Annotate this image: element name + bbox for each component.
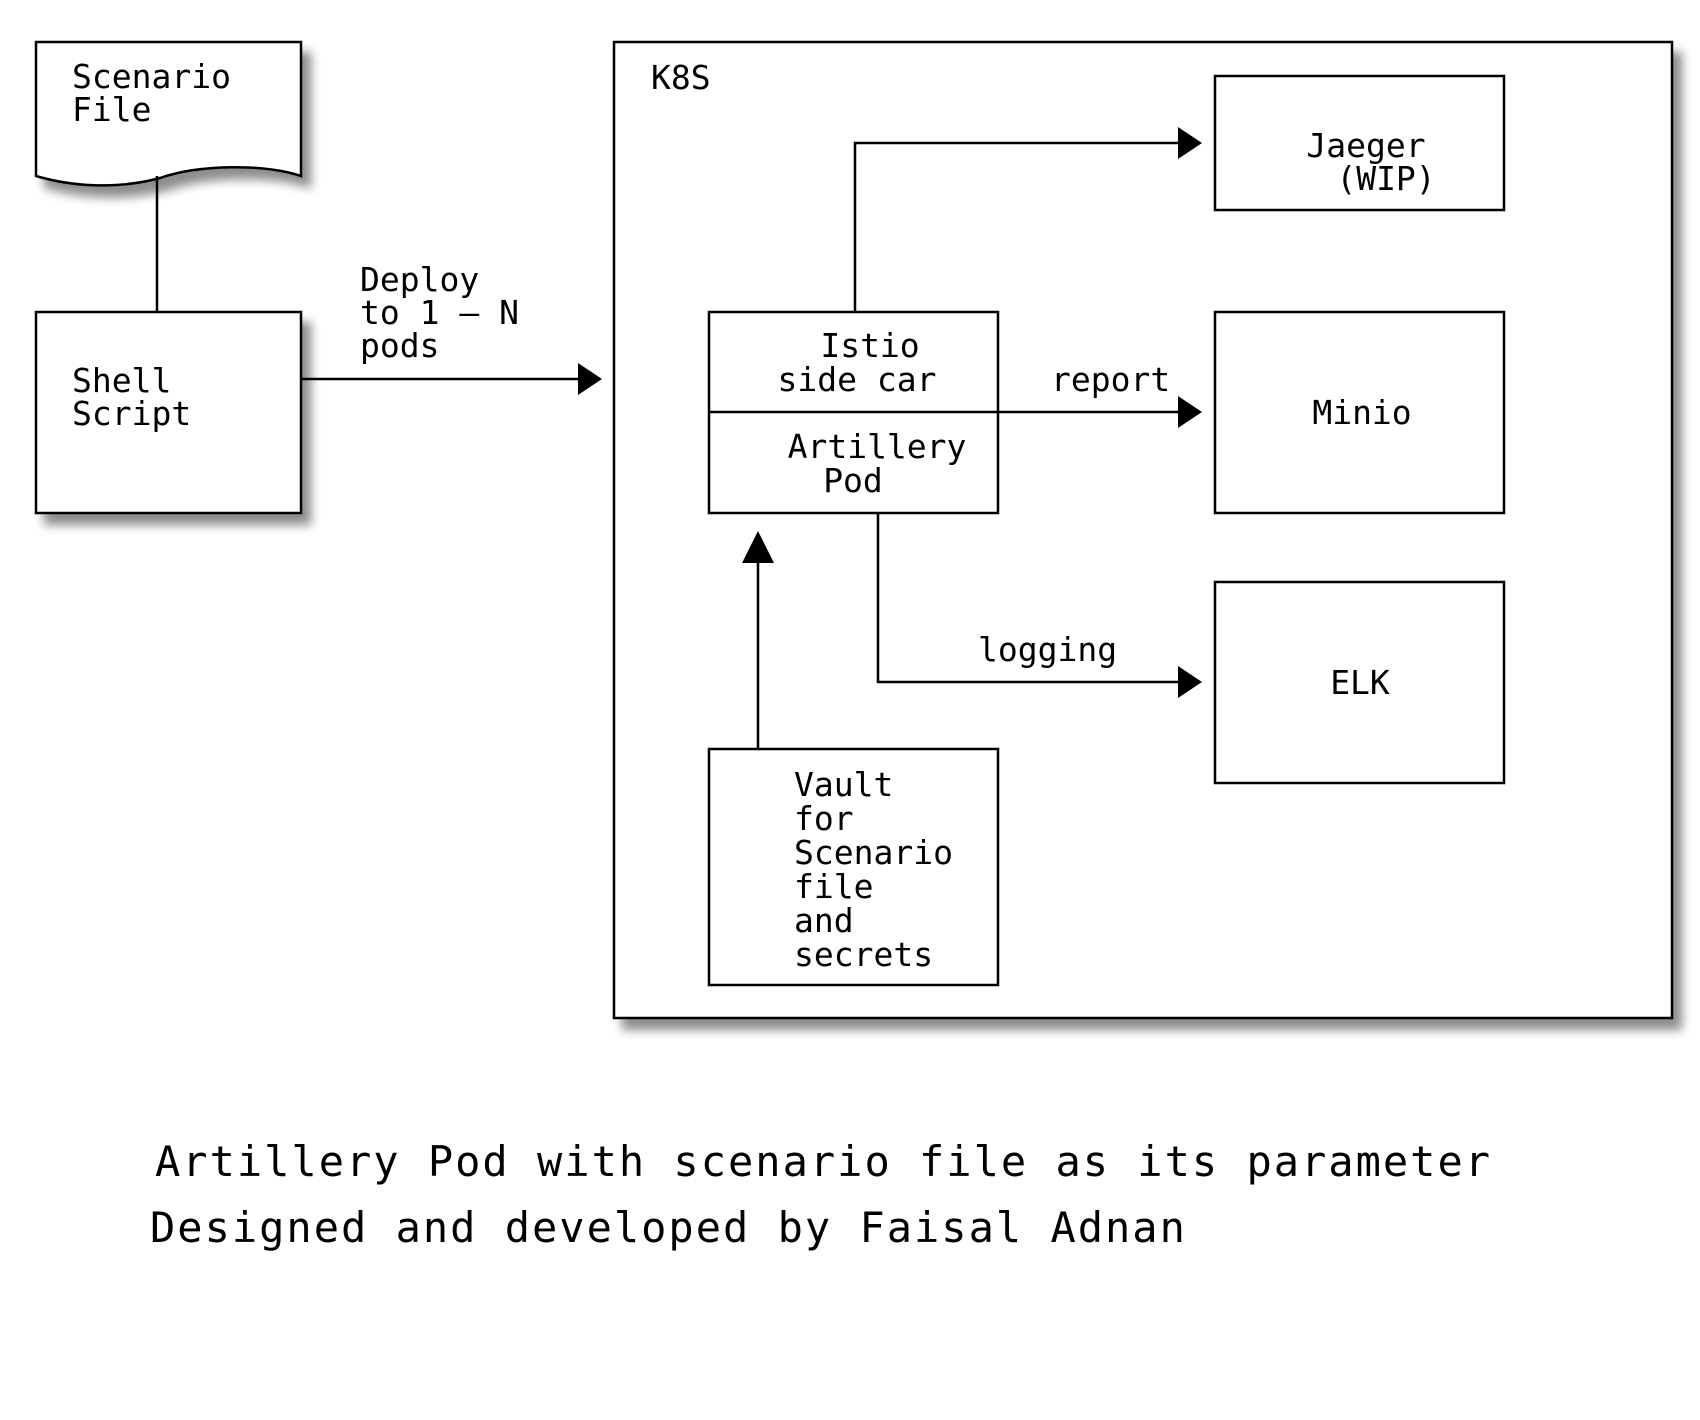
- k8s-label: K8S: [651, 58, 711, 97]
- minio-node: Minio: [1213, 310, 1506, 515]
- report-label: report: [1051, 360, 1170, 399]
- vault-label-5: and: [794, 901, 854, 940]
- logging-arrowhead: [1178, 666, 1202, 698]
- trace-arrowhead: [1178, 127, 1202, 159]
- deploy-label-2: to 1 — N: [360, 293, 519, 332]
- deploy-label-3: pods: [360, 326, 439, 365]
- vault-label-3: Scenario: [794, 833, 953, 872]
- vault-label-4: file: [794, 867, 873, 906]
- jaeger-label-1: Jaeger: [1306, 126, 1425, 165]
- shell-script-node: Shell Script: [34, 310, 303, 515]
- report-arrowhead: [1178, 396, 1202, 428]
- vault-label-1: Vault: [794, 765, 893, 804]
- caption-line-2: Designed and developed by Faisal Adnan: [150, 1203, 1187, 1252]
- minio-label: Minio: [1312, 393, 1411, 432]
- vault-node: Vault for Scenario file and secrets: [707, 747, 1000, 987]
- vault-to-pod-edge: [742, 531, 774, 749]
- deploy-edge: Deploy to 1 — N pods: [301, 260, 602, 395]
- shell-script-label-1: Shell: [72, 361, 171, 400]
- logging-label: logging: [978, 630, 1117, 669]
- artillery-label-1: Artillery: [788, 427, 967, 466]
- report-edge: report: [998, 360, 1202, 428]
- scenario-file-label-2: File: [72, 90, 151, 129]
- istio-label-2: side car: [778, 360, 937, 399]
- elk-node: ELK: [1213, 580, 1506, 785]
- artillery-pod-node: Istio side car Artillery Pod: [707, 310, 1000, 515]
- elk-label: ELK: [1330, 663, 1390, 702]
- scenario-file-label-1: Scenario: [72, 57, 231, 96]
- jaeger-label-2: (WIP): [1336, 159, 1435, 198]
- vault-arrowhead: [742, 531, 774, 563]
- jaeger-node: Jaeger (WIP): [1213, 74, 1506, 212]
- caption-line-1: Artillery Pod with scenario file as its …: [155, 1137, 1492, 1186]
- trace-edge: [853, 127, 1202, 312]
- scenario-file-node: Scenario File: [34, 40, 303, 187]
- shell-script-label-2: Script: [72, 394, 191, 433]
- logging-edge: logging: [876, 513, 1202, 698]
- istio-label-1: Istio: [820, 326, 919, 365]
- vault-label-6: secrets: [794, 935, 933, 974]
- vault-label-2: for: [794, 799, 854, 838]
- artillery-label-2: Pod: [823, 461, 883, 500]
- deploy-arrowhead: [578, 363, 602, 395]
- deploy-label-1: Deploy: [360, 260, 479, 299]
